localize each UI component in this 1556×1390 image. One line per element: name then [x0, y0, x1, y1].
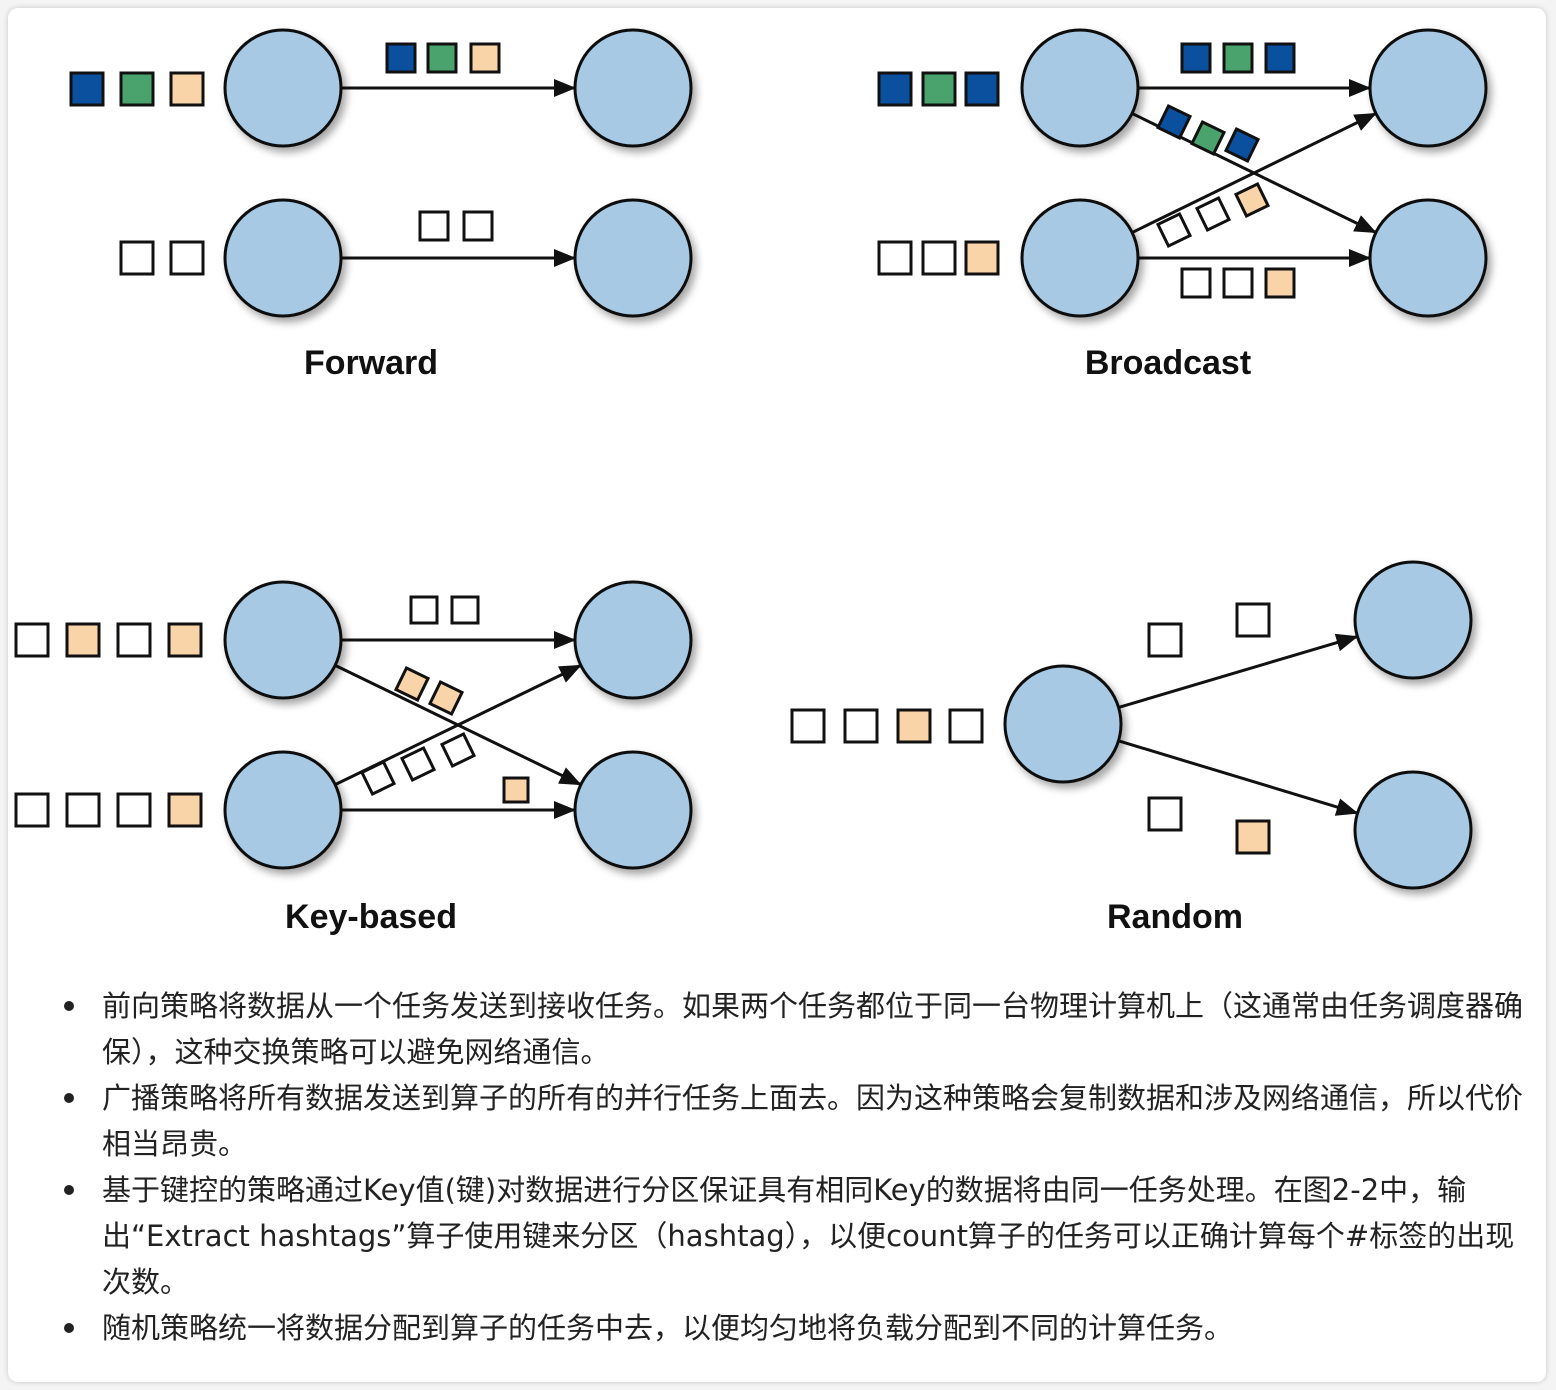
record-square: [1233, 181, 1271, 219]
figure-card: Forward Broadcast Key-based Random 前向策略将…: [8, 8, 1546, 1382]
node-key-dst-1: [573, 580, 693, 700]
note-broadcast-text: 广播策略将所有数据发送到算子的所有的并行任务上面去。因为这种策略会复制数据和涉及…: [102, 1081, 1524, 1161]
record-square: [462, 210, 494, 242]
node-forward-dst-2: [573, 198, 693, 318]
arrow-random-2: [1118, 739, 1359, 816]
record-square: [1155, 103, 1193, 141]
record-square: [1223, 126, 1261, 164]
data-exchange-diagram: Forward Broadcast Key-based Random: [14, 28, 1488, 936]
record-square: [69, 71, 105, 107]
record-square: [393, 665, 431, 703]
record-square: [1235, 602, 1271, 638]
record-square: [1264, 42, 1296, 74]
record-square: [65, 622, 101, 658]
arrow-random-1: [1118, 633, 1359, 709]
note-key-based: 基于键控的策略通过Key值(键)对数据进行分区保证具有相同Key的数据将由同一任…: [58, 1167, 1528, 1305]
record-square: [1180, 42, 1212, 74]
record-square: [921, 71, 957, 107]
bullet-dot: [64, 1001, 74, 1011]
bullet-dot: [64, 1185, 74, 1195]
node-broadcast-src-1: [1020, 28, 1140, 148]
record-square: [469, 42, 501, 74]
node-key-src-2: [223, 750, 343, 870]
records-layer: [14, 42, 1296, 855]
record-square: [877, 71, 913, 107]
record-square: [1194, 195, 1232, 233]
record-square: [385, 42, 417, 74]
record-square: [409, 595, 439, 625]
nodes-layer: [223, 28, 1488, 890]
record-square: [896, 708, 932, 744]
note-key-based-text: 基于键控的策略通过Key值(键)对数据进行分区保证具有相同Key的数据将由同一任…: [102, 1173, 1515, 1299]
record-square: [948, 708, 984, 744]
node-broadcast-src-2: [1020, 198, 1140, 318]
node-forward-src-2: [223, 198, 343, 318]
node-key-dst-2: [573, 750, 693, 870]
record-square: [14, 792, 50, 828]
record-square: [119, 71, 155, 107]
note-random-text: 随机策略统一将数据分配到算子的任务中去，以便均匀地将负载分配到不同的计算任务。: [102, 1311, 1234, 1345]
record-square: [439, 731, 477, 769]
record-square: [843, 708, 879, 744]
node-key-src-1: [223, 580, 343, 700]
caption-forward: Forward: [304, 344, 438, 382]
caption-random: Random: [1107, 898, 1243, 936]
caption-key-based: Key-based: [285, 898, 457, 936]
note-broadcast: 广播策略将所有数据发送到算子的所有的并行任务上面去。因为这种策略会复制数据和涉及…: [58, 1075, 1528, 1167]
node-forward-src-1: [223, 28, 343, 148]
record-square: [790, 708, 826, 744]
record-square: [1264, 267, 1296, 299]
record-square: [1155, 211, 1193, 249]
record-square: [502, 776, 530, 804]
node-broadcast-dst-1: [1368, 28, 1488, 148]
record-square: [169, 71, 205, 107]
record-square: [14, 622, 50, 658]
record-square: [116, 622, 152, 658]
record-square: [399, 745, 437, 783]
record-square: [1222, 267, 1254, 299]
bullet-dot: [64, 1323, 74, 1333]
record-square: [877, 240, 913, 276]
record-square: [426, 42, 458, 74]
node-random-dst-1: [1353, 560, 1473, 680]
node-random-dst-2: [1353, 770, 1473, 890]
record-square: [1147, 796, 1183, 832]
record-square: [167, 622, 203, 658]
record-square: [1180, 267, 1212, 299]
arrow-broadcast-3: [1131, 112, 1377, 234]
record-square: [1189, 119, 1227, 157]
captions-layer: Forward Broadcast Key-based Random: [285, 344, 1251, 936]
strategy-notes-list: 前向策略将数据从一个任务发送到接收任务。如果两个任务都位于同一台物理计算机上（这…: [58, 983, 1528, 1351]
record-square: [418, 210, 450, 242]
note-forward: 前向策略将数据从一个任务发送到接收任务。如果两个任务都位于同一台物理计算机上（这…: [58, 983, 1528, 1075]
record-square: [65, 792, 101, 828]
record-square: [921, 240, 957, 276]
record-square: [116, 792, 152, 828]
record-square: [169, 240, 205, 276]
node-random-src: [1003, 664, 1123, 784]
record-square: [119, 240, 155, 276]
record-square: [450, 595, 480, 625]
record-square: [1235, 819, 1271, 855]
record-square: [964, 71, 1000, 107]
record-square: [167, 792, 203, 828]
node-broadcast-dst-2: [1368, 198, 1488, 318]
record-square: [359, 759, 397, 797]
note-forward-text: 前向策略将数据从一个任务发送到接收任务。如果两个任务都位于同一台物理计算机上（这…: [102, 989, 1524, 1069]
record-square: [1147, 622, 1183, 658]
node-forward-dst-1: [573, 28, 693, 148]
caption-broadcast: Broadcast: [1085, 344, 1251, 382]
bullet-dot: [64, 1093, 74, 1103]
record-square: [1222, 42, 1254, 74]
record-square: [427, 679, 465, 717]
note-random: 随机策略统一将数据分配到算子的任务中去，以便均匀地将负载分配到不同的计算任务。: [58, 1305, 1528, 1351]
record-square: [964, 240, 1000, 276]
